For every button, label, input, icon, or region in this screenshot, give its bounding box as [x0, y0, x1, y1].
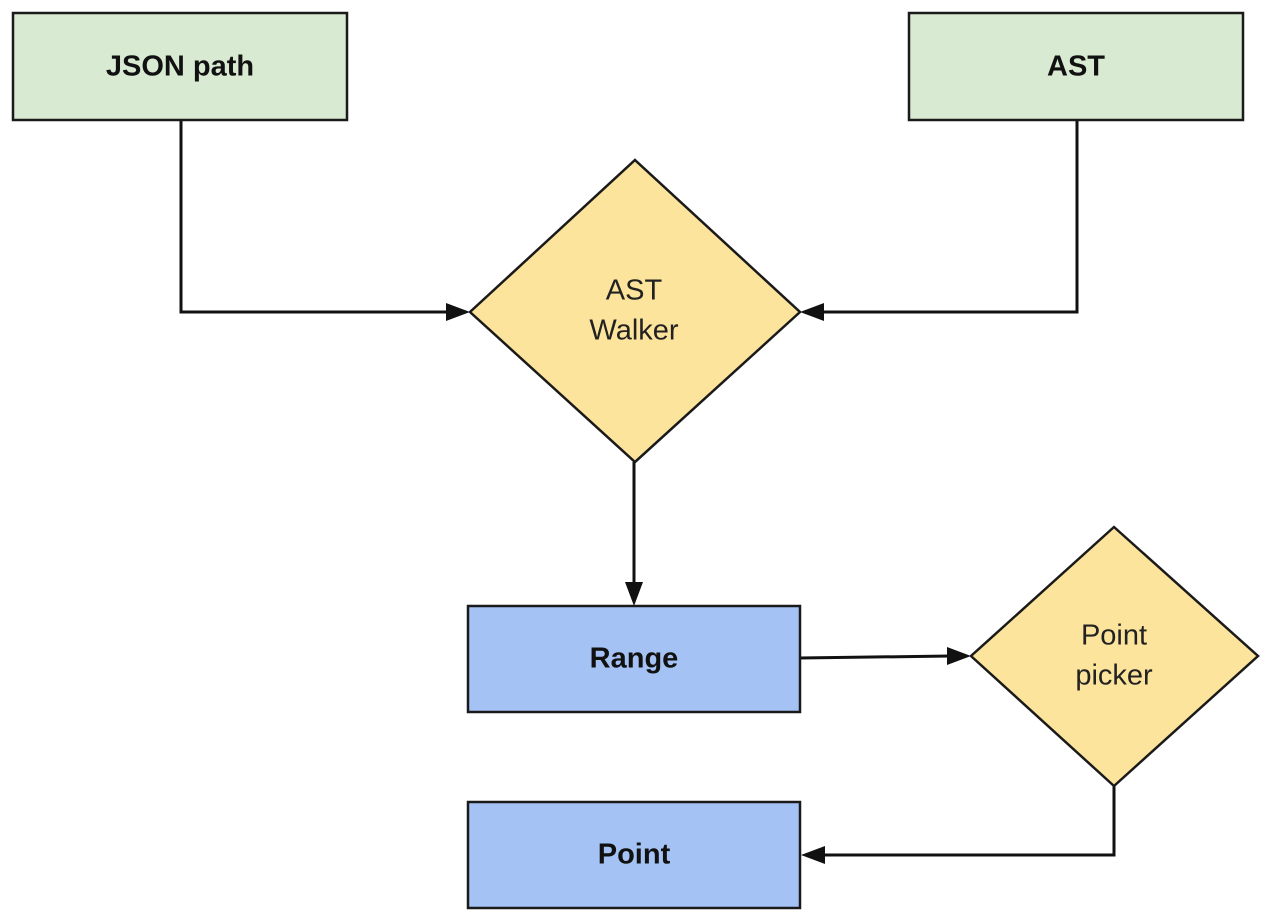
- ast-label: AST: [1047, 51, 1105, 83]
- edge-point-picker-to-point: [822, 786, 1116, 857]
- arrowhead-range-to-point-picker: [947, 647, 971, 665]
- ast-box: [907, 11, 1245, 122]
- json-path-label: JSON path: [106, 51, 254, 83]
- json-path-box: [11, 11, 349, 122]
- range-box: [466, 604, 802, 714]
- arrowhead-ast-to-ast-walker: [800, 303, 824, 321]
- node-json-path: JSON path: [11, 11, 349, 122]
- ast-walker-diamond: [468, 158, 802, 464]
- point-picker-label-line1: Point: [1081, 620, 1147, 652]
- arrowhead-json-path-to-ast-walker: [446, 303, 470, 321]
- edges: [179, 120, 1116, 864]
- point-picker-label-line2: picker: [1075, 660, 1153, 692]
- ast-walker-label-line2: Walker: [589, 315, 678, 347]
- edge-ast-to-ast-walker: [820, 120, 1079, 314]
- range-label: Range: [590, 643, 679, 675]
- point-picker-diamond: [969, 525, 1260, 788]
- arrowhead-ast-walker-to-range: [625, 582, 643, 606]
- arrowhead-point-picker-to-point: [801, 846, 825, 864]
- node-ast-walker: AST Walker: [468, 158, 802, 464]
- edge-range-to-point-picker: [799, 654, 951, 660]
- node-range: Range: [466, 604, 802, 714]
- point-box: [466, 800, 802, 910]
- node-ast: AST: [907, 11, 1245, 122]
- point-label: Point: [598, 839, 671, 871]
- node-point-picker: Point picker: [969, 525, 1260, 788]
- node-point: Point: [466, 800, 802, 910]
- ast-walker-label-line1: AST: [606, 275, 663, 307]
- edge-json-path-to-ast-walker: [179, 120, 450, 314]
